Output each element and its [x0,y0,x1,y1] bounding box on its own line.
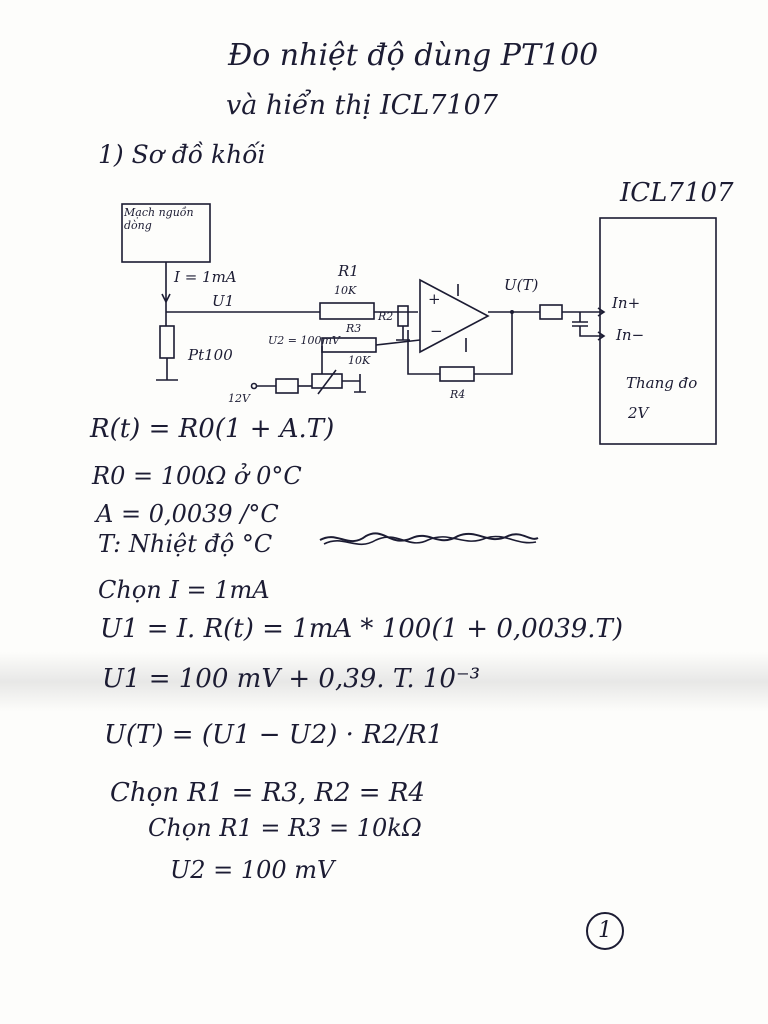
eq-resistance: R(t) = R0(1 + A.T) [90,414,335,444]
range-line-1: Thang đo [626,374,698,392]
wire-in-plus [562,307,606,317]
terminal-12v [250,382,258,390]
r-divider-a [275,378,299,394]
title-line-1: Đo nhiệt độ dùng PT100 [228,38,599,73]
eq-choose-i: Chọn I = 1mA [98,576,270,604]
r3-value: 10K [348,354,371,367]
pot-ground [342,374,366,393]
eq-u1-b: U1 = 100 mV + 0,39. T. 10⁻³ [102,664,481,694]
eq-choose-r: Chọn R1 = R3, R2 = R4 [110,778,425,808]
u2-label: U2 = 100mV [268,334,340,347]
pot-arrow [317,369,337,395]
icl-title: ICL7107 [620,178,734,208]
output-label: U(T) [504,276,539,294]
r2-label: R2 [378,310,394,323]
eq-u1-a: U1 = I. R(t) = 1mA * 100(1 + 0,0039.T) [100,614,624,644]
current-label: I = 1mA [174,268,237,286]
eq-choose-r-value: Chọn R1 = R3 = 10kΩ [148,814,422,842]
pt100-label: Pt100 [188,346,233,364]
eq-a: A = 0,0039 /°C [96,500,279,528]
capacitor-in-minus [572,312,606,341]
r3-label: R3 [346,322,362,335]
opamp-plus: + [428,290,441,308]
eq-r0: R0 = 100Ω ở 0°C [92,462,302,490]
page-number: 1 [586,912,624,950]
r2-resistor [397,305,409,327]
range-line-2: 2V [628,404,649,422]
opamp-supply [457,284,467,352]
current-arrow [161,262,171,304]
output-node [510,310,514,314]
eq-ut: U(T) = (U1 − U2) · R2/R1 [104,720,444,750]
r1-label: R1 [338,262,359,280]
v12-label: 12V [228,392,250,405]
wire-feedback-right [474,312,513,375]
eq-u2: U2 = 100 mV [170,856,335,884]
r4-label: R4 [450,388,466,401]
u1-label: U1 [212,292,235,310]
scan-shadow [0,652,768,712]
scribbled-text [319,532,539,545]
icl7107-box [599,217,717,445]
opamp-symbol [419,278,490,354]
r1-resistor [319,302,375,320]
ground-symbol [156,358,178,381]
in-plus-label: In+ [612,294,641,312]
output-filter [539,304,563,320]
r1-value: 10K [334,284,357,297]
in-minus-label: In− [616,326,645,344]
wire-feedback-left [407,330,440,375]
wire-r3-opamp [375,339,421,346]
eq-t: T: Nhiệt độ °C [98,530,273,558]
section-heading: 1) Sơ đồ khối [98,140,266,169]
title-line-2: và hiển thị ICL7107 [226,90,498,121]
r4-resistor [439,366,475,382]
pt100-resistor [159,325,175,359]
opamp-minus: − [430,322,443,340]
source-box-label: Mạch nguồn dòng [124,206,194,232]
